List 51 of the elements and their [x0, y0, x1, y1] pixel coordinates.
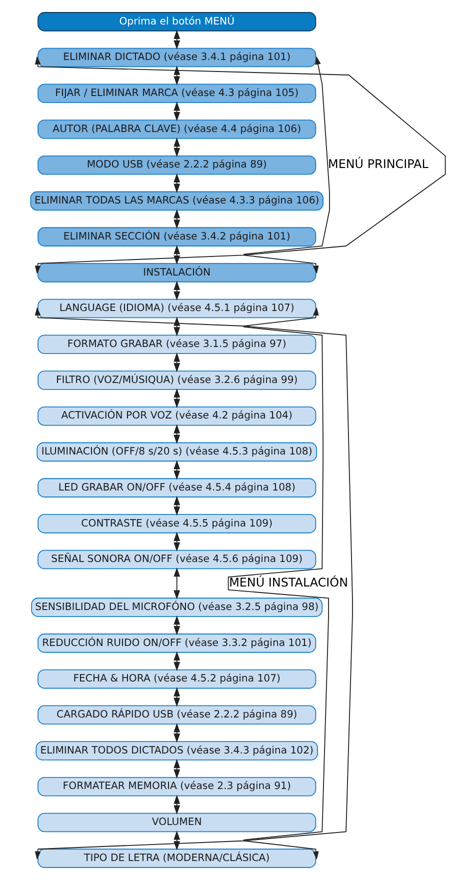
node-box: MODO USB (véase 2.2.2 página 89) [38, 155, 316, 175]
node-box: AUTOR (PALABRA CLAVE) (véase 4.4 página 106) [38, 120, 316, 139]
arrow [174, 352, 180, 372]
node-box: ILUMINACIÓN (OFF/8 s/20 s) (véase 4.5.3 página 108) [36, 442, 318, 462]
node-box: CONTRASTE (véase 4.5.5 página 109) [38, 514, 316, 534]
node-box: Oprima el botón MENÚ [38, 12, 316, 32]
node-box: LANGUAGE (IDIOMA) (véase 4.5.1 página 107) [38, 298, 316, 318]
arrow [174, 758, 180, 779]
node-box: ELIMINAR TODAS LAS MARCAS (véase 4.3.3 página 106) [30, 191, 324, 211]
arrow [174, 567, 180, 600]
node-box: FORMATEAR MEMORIA (véase 2.3 página 91) [38, 776, 316, 796]
node-box: VOLUMEN [38, 812, 316, 832]
node-box: ELIMINAR SECCIÓN (véase 3.4.2 página 101) [38, 227, 316, 246]
node-box: INSTALACIÓN [38, 263, 316, 282]
node-box: LED GRABAR ON/OFF (véase 4.5.4 página 108) [38, 478, 316, 498]
arrow [174, 532, 180, 552]
arrow [174, 496, 180, 516]
edge-label: MENÚ PRINCIPAL [328, 157, 428, 172]
arrow [174, 424, 180, 444]
arrow [174, 460, 180, 480]
node-box: SENSIBILIDAD DEL MICROFÓNO (véase 3.2.5 página 98) [31, 598, 323, 617]
arrow [174, 316, 180, 336]
node-box: FIJAR / ELIMINAR MARCA (véase 4.3 página 105) [38, 84, 316, 104]
node-box: FORMATO GRABAR (véase 3.1.5 página 97) [38, 334, 316, 354]
node-box: SEÑAL SONORA ON/OFF (véase 4.5.6 página 109) [38, 550, 316, 570]
node-box: FECHA & HORA (véase 4.5.2 página 107) [38, 669, 316, 689]
arrow [174, 137, 180, 158]
node-box: REDUCCIÓN RUIDO ON/OFF (véase 3.3.2 página 101) [38, 634, 316, 653]
node-box: FILTRO (VOZ/MÚSIQUA) (véase 3.2.6 página 99) [38, 370, 316, 390]
arrow [174, 66, 180, 86]
arrow [174, 173, 180, 193]
arrow [174, 723, 180, 743]
arrow [174, 830, 180, 850]
node-box: ACTIVACIÓN POR VOZ (véase 4.2 página 104) [38, 406, 316, 426]
arrow [174, 794, 180, 814]
node-box: ELIMINAR DICTADO (véase 3.4.1 página 101) [38, 48, 316, 68]
arrow [174, 102, 180, 122]
arrow [174, 280, 180, 301]
node-box: ELIMINAR TODOS DICTADOS (véase 3.4.3 página 102) [36, 741, 318, 760]
node-box: CARGADO RÁPIDO USB (véase 2.2.2 página 89) [38, 705, 316, 725]
arrow [34, 56, 446, 274]
arrow [174, 209, 180, 229]
arrow [174, 687, 180, 707]
arrow [174, 30, 180, 50]
arrow [174, 615, 180, 636]
arrow [228, 307, 330, 860]
edge-label: MENÚ INSTALACIÓN [229, 576, 348, 590]
arrow [174, 651, 180, 672]
node-box: TIPO DE LETRA (MODERNA/CLÁSICA) [38, 848, 316, 868]
arrow [244, 56, 330, 274]
arrow [174, 388, 180, 408]
